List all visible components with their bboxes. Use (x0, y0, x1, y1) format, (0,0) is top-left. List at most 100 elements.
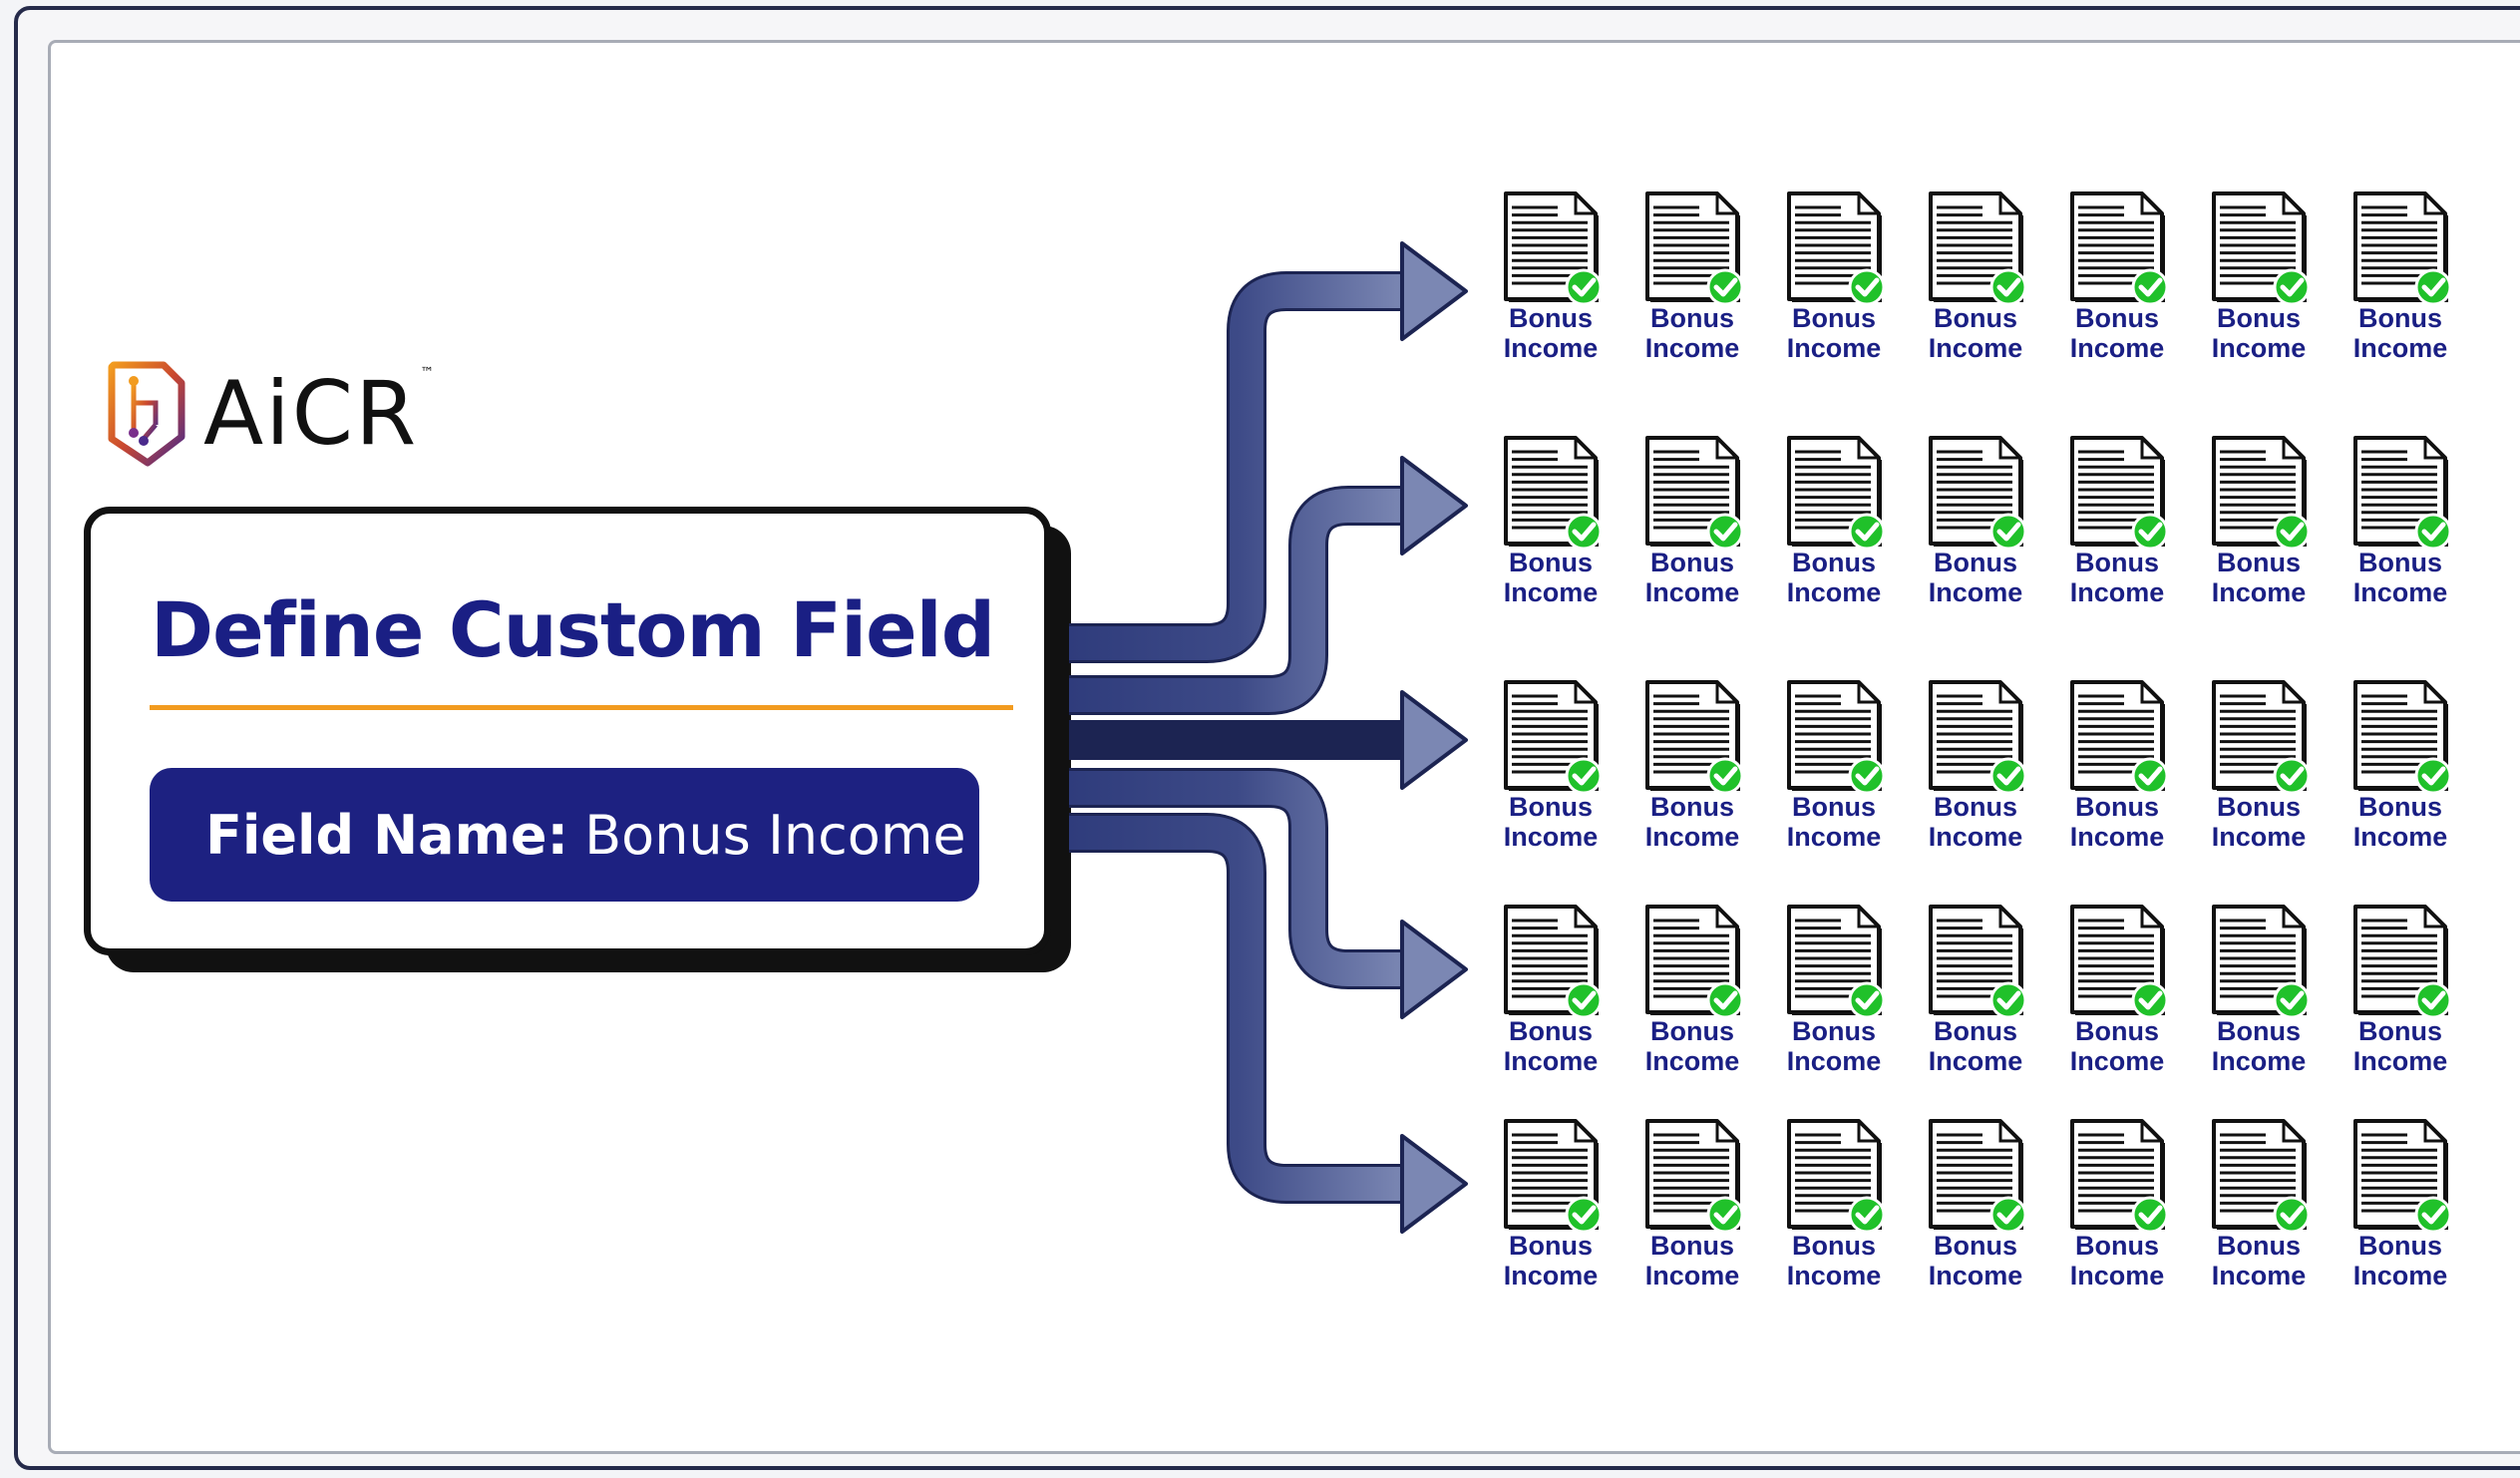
document-label-line2: Income (1786, 577, 1882, 607)
arrow-head (1400, 456, 1468, 555)
document-label-line2: Income (2352, 822, 2448, 852)
document-label-line1: Bonus (2358, 548, 2442, 577)
document-label-line2: Income (2069, 1046, 2165, 1076)
document-label-line1: Bonus (1792, 303, 1876, 333)
document-label-line2: Income (2069, 1261, 2165, 1291)
document-label-line2: Income (1786, 1261, 1882, 1291)
document-label-line2: Income (2069, 333, 2165, 363)
check-circle-icon (2131, 268, 2168, 306)
document-label-line2: Income (1928, 822, 2023, 852)
document-icon (2353, 1119, 2451, 1234)
trademark-symbol: ™ (420, 365, 435, 381)
check-circle-icon (2414, 513, 2451, 551)
document-label-line2: Income (1644, 1046, 1740, 1076)
document-label-line1: Bonus (1934, 303, 2017, 333)
document-label-line1: Bonus (1792, 1016, 1876, 1046)
document-icon (2212, 680, 2310, 795)
document-label-line2: Income (2069, 577, 2165, 607)
document-label-line1: Bonus (2217, 1016, 2301, 1046)
check-circle-icon (2414, 268, 2451, 306)
check-circle-icon (2131, 757, 2168, 795)
document-icon (1929, 680, 2026, 795)
document-icon (1645, 680, 1743, 795)
document-icon (1504, 191, 1602, 306)
document-icon (2212, 436, 2310, 551)
arrow-head (1400, 690, 1468, 790)
document-label-line2: Income (1644, 577, 1740, 607)
document-icon (1787, 905, 1885, 1019)
document-icon (2070, 680, 2168, 795)
check-circle-icon (2131, 981, 2168, 1019)
document-icon (2212, 905, 2310, 1019)
check-circle-icon (1848, 1196, 1885, 1234)
check-circle-icon (2273, 513, 2310, 551)
arrow-shaft (1069, 489, 1404, 712)
document-label-line1: Bonus (1650, 548, 1734, 577)
document-icon (1787, 680, 1885, 795)
document-label-line1: Bonus (1934, 548, 2017, 577)
document-label-line2: Income (1786, 1046, 1882, 1076)
document-label-line1: Bonus (1792, 548, 1876, 577)
document-icon (1929, 905, 2026, 1019)
check-circle-icon (1565, 268, 1602, 306)
document-icon (1645, 191, 1743, 306)
check-circle-icon (2131, 513, 2168, 551)
arrow-shaft (1069, 816, 1404, 1201)
document-label-line2: Income (2352, 333, 2448, 363)
document-label-line1: Bonus (2217, 1231, 2301, 1261)
document-icon (1787, 1119, 1885, 1234)
document-label-line1: Bonus (2217, 548, 2301, 577)
check-circle-icon (2273, 268, 2310, 306)
document-label-line1: Bonus (1650, 303, 1734, 333)
document-icon (1645, 1119, 1743, 1234)
document-icon (1645, 905, 1743, 1019)
card-title: Define Custom Field (151, 585, 995, 674)
document-icon (1929, 436, 2026, 551)
document-icon (1787, 191, 1885, 306)
document-icon (2353, 436, 2451, 551)
document-label-line2: Income (2352, 577, 2448, 607)
document-label-line2: Income (1928, 1046, 2023, 1076)
document-label-line2: Income (1503, 333, 1599, 363)
document-icon (2353, 680, 2451, 795)
document-icon (1787, 436, 1885, 551)
document-icon (2070, 905, 2168, 1019)
field-name-key: Field Name: (205, 803, 569, 867)
document-label-line2: Income (2069, 822, 2165, 852)
document-icon (1504, 1119, 1602, 1234)
document-label-line2: Income (2211, 333, 2307, 363)
logo-wordmark: AiCR (203, 362, 419, 465)
document-label-line2: Income (1928, 577, 2023, 607)
document-label-line1: Bonus (1792, 1231, 1876, 1261)
document-label-line1: Bonus (1509, 792, 1593, 822)
check-circle-icon (1706, 981, 1743, 1019)
document-icon (1929, 191, 2026, 306)
